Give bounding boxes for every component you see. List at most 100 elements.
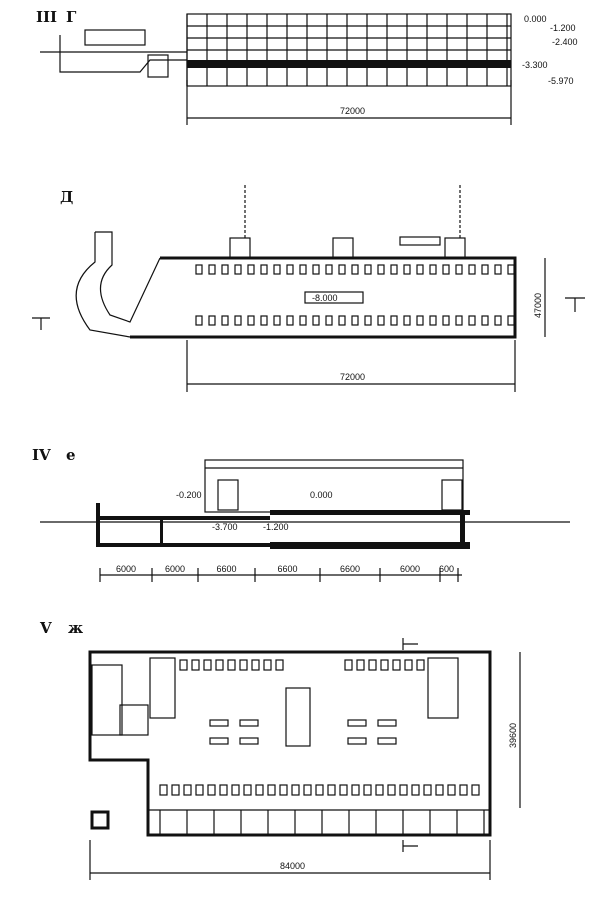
section-v-sub-label: ж (68, 619, 83, 637)
parking-stall (247, 315, 255, 326)
parking-stall (299, 315, 307, 326)
section-iii-label: III (36, 8, 57, 26)
parking-stall (459, 784, 468, 796)
elevation-label: -1.200 (263, 522, 289, 532)
elevation-label: 0.000 (310, 490, 333, 500)
parking-stall (399, 784, 408, 796)
parking-stall (435, 784, 444, 796)
parking-stall (315, 784, 324, 796)
dimension-label: 6000 (400, 564, 420, 574)
parking-stall (442, 264, 450, 275)
parking-stall (347, 719, 367, 727)
parking-stall (363, 784, 372, 796)
parking-stall (203, 659, 212, 671)
parking-stall (195, 315, 203, 326)
parking-stall (195, 784, 204, 796)
parking-stall (344, 659, 353, 671)
parking-stall (273, 264, 281, 275)
parking-stall (351, 315, 359, 326)
parking-stall (411, 784, 420, 796)
section-cut-marker-icon (565, 297, 585, 312)
parking-stall (403, 264, 411, 275)
parking-stall (347, 737, 367, 745)
parking-stall (179, 659, 188, 671)
parking-stall (227, 659, 236, 671)
plan-v: V ж 84000 39600 (39, 619, 521, 880)
parking-stall (377, 719, 397, 727)
parking-stall (327, 784, 336, 796)
dimension-label: 600 (439, 564, 454, 574)
section-cut-marker-icon (402, 840, 418, 852)
parking-stall (447, 784, 456, 796)
parking-stall (481, 264, 489, 275)
parking-stall (286, 264, 294, 275)
parking-stall (209, 737, 229, 745)
parking-stall (195, 264, 203, 275)
parking-stall (234, 315, 242, 326)
parking-stall (377, 264, 385, 275)
plan-d-elevation: -8.000 (312, 293, 338, 303)
parking-stall (291, 784, 300, 796)
parking-stall (275, 659, 284, 671)
parking-stall (468, 315, 476, 326)
parking-stall (471, 784, 480, 796)
section-iii-elevation: III Г 72000 0.000 -1.200 -2.400 -3.300 -… (36, 8, 578, 125)
parking-stall (351, 784, 360, 796)
parking-stall (267, 784, 276, 796)
parking-stall (279, 784, 288, 796)
elevation-label: -1.200 (550, 23, 576, 33)
parking-stall (455, 315, 463, 326)
plan-d-dimension: 72000 (340, 372, 365, 382)
parking-stall (364, 264, 372, 275)
parking-stall (481, 315, 489, 326)
parking-stall (231, 784, 240, 796)
parking-stall (208, 315, 216, 326)
parking-stall (468, 264, 476, 275)
parking-stall (387, 784, 396, 796)
parking-stall (380, 659, 389, 671)
parking-stall (416, 315, 424, 326)
parking-stall (377, 737, 397, 745)
parking-stall (263, 659, 272, 671)
parking-stall (191, 659, 200, 671)
parking-stall (299, 264, 307, 275)
parking-stall (260, 264, 268, 275)
parking-stall (209, 719, 229, 727)
parking-stall (221, 264, 229, 275)
parking-stall (368, 659, 377, 671)
parking-stall (429, 315, 437, 326)
parking-stall (207, 784, 216, 796)
parking-stall (339, 784, 348, 796)
parking-stall (312, 315, 320, 326)
parking-stall (312, 264, 320, 275)
parking-stall (403, 315, 411, 326)
parking-stall (390, 264, 398, 275)
dimension-label: 6600 (278, 564, 298, 574)
parking-stall (351, 264, 359, 275)
section-iii-dimension: 72000 (340, 106, 365, 116)
parking-stall (338, 264, 346, 275)
parking-stall (377, 315, 385, 326)
plan-d-label: Д (60, 188, 73, 206)
section-cut-marker-icon (402, 638, 418, 650)
plan-v-vertical-dimension: 39600 (508, 723, 518, 748)
parking-stall (183, 784, 192, 796)
elevation-label: -3.700 (212, 522, 238, 532)
parking-stall (325, 315, 333, 326)
parking-stall (219, 784, 228, 796)
dimension-label: 6000 (116, 564, 136, 574)
parking-stall (416, 264, 424, 275)
parking-stall (507, 315, 515, 326)
dimension-label: 6600 (217, 564, 237, 574)
parking-stall (364, 315, 372, 326)
dimension-label: 6000 (165, 564, 185, 574)
parking-stall (423, 784, 432, 796)
plan-d-vertical-dimension: 47000 (533, 293, 543, 318)
parking-stall (273, 315, 281, 326)
plan-d: Д -8.000 72000 47000 (32, 185, 585, 392)
parking-stall (338, 315, 346, 326)
section-iv-sub-label: е (66, 446, 76, 464)
parking-stall (239, 719, 259, 727)
